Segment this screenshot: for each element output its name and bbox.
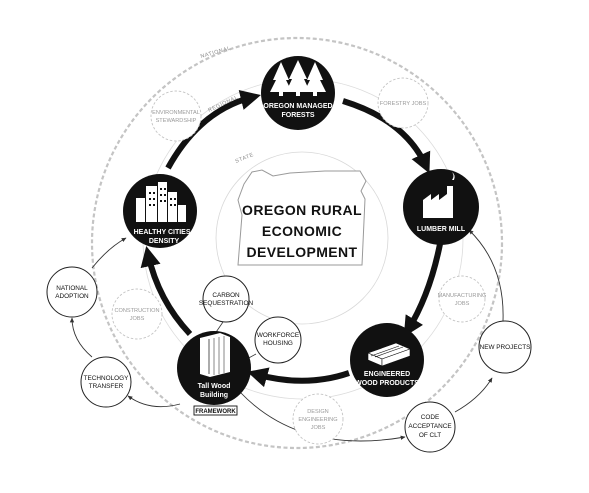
connector-technology-to-national — [69, 317, 93, 358]
framework-tag: FRAMEWORK — [193, 405, 238, 416]
job-node-design: DESIGN ENGINEERING JOBS — [292, 393, 344, 445]
environmental-label-2: STEWARDSHIP — [156, 118, 197, 124]
node-carbon-sequestration: CARBON SEQUESTRATION — [199, 275, 254, 323]
state-ring-label: STATE — [235, 152, 255, 165]
tallwood-label-1: Tall Wood — [198, 383, 231, 390]
national-ring — [90, 36, 504, 450]
technology-label-2: TRANSFER — [89, 383, 124, 390]
cities-label-2: DENSITY — [149, 238, 180, 245]
city-windows — [149, 188, 176, 206]
node-new-projects: NEW PROJECTS — [478, 320, 532, 374]
node-technology-transfer: TECHNOLOGY TRANSFER — [80, 356, 132, 408]
forests-label-1: OREGON MANAGED — [263, 103, 332, 110]
node-national-adoption: NATIONAL ADOPTION — [46, 266, 98, 318]
forests-label-2: FORESTS — [281, 112, 314, 119]
factory-icon — [423, 172, 455, 218]
national-adoption-label-2: ADOPTION — [55, 293, 89, 300]
job-node-environmental: ENVIRONMENTAL STEWARDSHIP — [150, 90, 202, 142]
national-ring-label: NATIONAL — [200, 46, 232, 60]
tree-icon — [270, 60, 326, 96]
code-label-1: CODE — [421, 414, 439, 421]
state-ring — [215, 151, 389, 325]
city-skyline-icon — [136, 182, 186, 222]
code-label-3: OF CLT — [419, 432, 441, 439]
lumber-label: LUMBER MILL — [417, 226, 466, 233]
carbon-label-1: CARBON — [212, 292, 240, 299]
manufacturing-jobs-label-1: MANUFACTURING — [438, 293, 487, 299]
connector-new-projects-to-lumber — [468, 229, 504, 322]
forestry-jobs-label: FORESTRY JOBS — [380, 101, 427, 107]
arrow-cities-to-forests — [165, 90, 261, 170]
diagram-title-line-2: ECONOMIC — [262, 223, 342, 239]
workforce-label-1: WORKFORCE — [257, 332, 299, 339]
construction-jobs-label-2: JOBS — [130, 316, 145, 322]
connector-national-to-cities — [91, 237, 127, 269]
node-tall-wood-building: Tall Wood Building — [177, 331, 251, 405]
job-node-forestry: FORESTRY JOBS — [377, 77, 429, 129]
node-workforce-housing: WORKFORCE HOUSING — [254, 316, 302, 364]
tallwood-label-2: Building — [200, 392, 228, 399]
manufacturing-jobs-label-2: JOBS — [455, 301, 470, 307]
code-label-2: ACCEPTANCE — [408, 423, 451, 430]
framework-label: FRAMEWORK — [195, 409, 236, 415]
job-node-manufacturing: MANUFACTURING JOBS — [438, 275, 487, 323]
lumber-stack-icon — [367, 342, 411, 367]
diagram-title-line-3: DEVELOPMENT — [247, 244, 358, 260]
cities-label-1: HEALTHY CITIES / — [134, 229, 195, 236]
arrow-engineered-to-tallwood — [247, 367, 350, 388]
design-jobs-label-2: ENGINEERING — [298, 417, 337, 423]
design-jobs-label-3: JOBS — [311, 425, 326, 431]
node-engineered-wood-products: ENGINEERED WOOD PRODUCTS — [350, 323, 424, 397]
engineered-label-1: ENGINEERED — [364, 371, 410, 378]
carbon-label-2: SEQUESTRATION — [199, 300, 254, 307]
node-lumber-mill: LUMBER MILL — [403, 169, 479, 245]
connector-code-to-new-projects — [454, 377, 493, 413]
technology-label-1: TECHNOLOGY — [84, 375, 129, 382]
environmental-label-1: ENVIRONMENTAL — [152, 110, 200, 116]
connector-tallwood-to-technology — [127, 395, 181, 408]
arrow-lumber-to-engineered — [403, 243, 443, 337]
workforce-label-2: HOUSING — [263, 340, 293, 347]
engineered-label-2: WOOD PRODUCTS — [355, 380, 419, 387]
construction-jobs-label-1: CONSTRUCTION — [114, 308, 159, 314]
node-healthy-cities: HEALTHY CITIES / DENSITY — [123, 174, 197, 248]
arrow-tallwood-to-cities — [140, 246, 193, 337]
new-projects-label: NEW PROJECTS — [480, 344, 531, 351]
node-code-acceptance: CODE ACCEPTANCE OF CLT — [404, 401, 456, 453]
national-adoption-label-1: NATIONAL — [56, 285, 88, 292]
diagram-title-line-1: OREGON RURAL — [242, 202, 362, 218]
oregon-outline — [237, 169, 367, 266]
node-oregon-managed-forests: OREGON MANAGED FORESTS — [261, 56, 335, 130]
design-jobs-label-1: DESIGN — [307, 409, 328, 415]
tower-icon — [200, 333, 230, 377]
job-node-construction: CONSTRUCTION JOBS — [111, 288, 163, 340]
